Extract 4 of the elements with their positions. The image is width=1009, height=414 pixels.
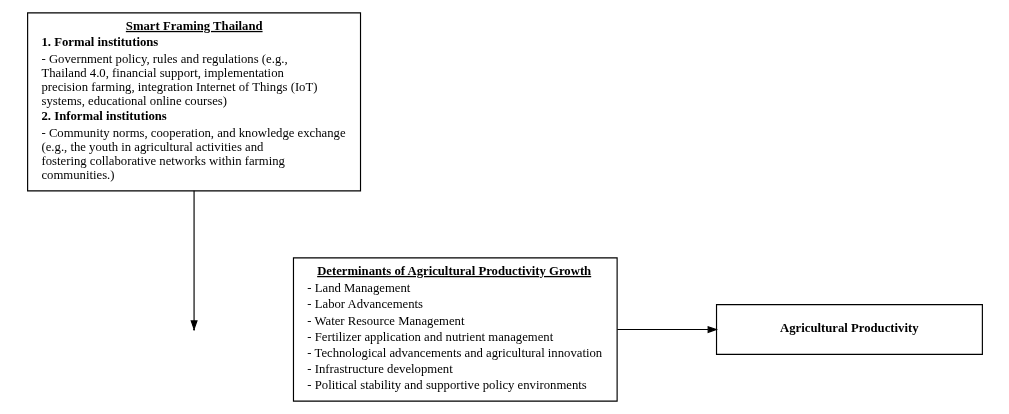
node-box: Smart Framing Thailand 1. Formal institutions - Government policy, rules and regulations (e.g., Thailand 4.0, financial support, implementation precision farming, integration Internet of Things (IoT) systems, educational online courses) 2. Informal institutions - Community norms, cooperation, and knowledge exchange (e.g., the youth in agricultural activities and fostering collaborative networks within farming communities.) [26, 12, 361, 192]
node-box: Determinants of Agricultural Productivity Growth - Land Management - Labor Advancements - Water Resource Management - Fertilizer application and nutrient management - Technological advancements and agricultural innovation - Infrastructure development - Political stability and supportive policy environments [292, 257, 618, 402]
arrow [616, 325, 718, 334]
node-box: Agricultural Productivity [715, 304, 983, 355]
